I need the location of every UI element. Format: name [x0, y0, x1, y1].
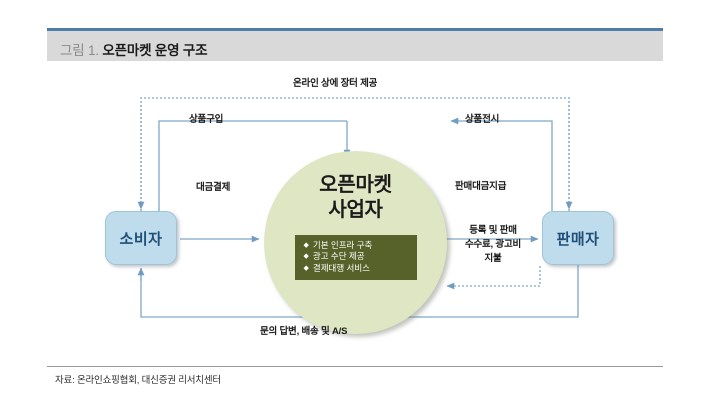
platform-capability-list: ◆ 기본 인프라 구축 ◆ 광고 수단 제공 ◆ 결제대행 서비스: [294, 235, 417, 281]
flow-label-payment: 대금결제: [196, 182, 231, 193]
page-title: 그림 1. 오픈마켓 운영 구조: [60, 39, 207, 59]
top-accent-rule: [47, 28, 663, 31]
figure-container: 그림 1. 오픈마켓 운영 구조: [47, 28, 663, 393]
flow-arrows-layer: [137, 97, 579, 318]
flow-label-fees-line2: 수수료, 광고비: [464, 238, 522, 250]
list-item-label: 광고 수단 제공: [312, 251, 365, 262]
flow-label-settlement: 판매대금지급: [455, 181, 507, 192]
flow-label-fees: 등록 및 판매 수수료, 광고비 지불: [451, 224, 535, 265]
flow-label-online-marketplace: 온라인 상에 장터 제공: [293, 78, 378, 89]
list-item: ◆ 기본 인프라 구축: [304, 240, 408, 251]
node-platform-title-line2: 사업자: [328, 199, 383, 221]
list-item-label: 결제대행 서비스: [312, 262, 370, 273]
node-consumer-label: 소비자: [119, 230, 163, 248]
figure-number: 그림 1.: [60, 43, 99, 58]
node-seller-label: 판매자: [556, 230, 600, 248]
node-platform-title: 오픈마켓 사업자: [319, 173, 392, 223]
source-note: 자료: 온라인쇼핑협회, 대신증권 리서치센터: [55, 375, 221, 386]
list-item: ◆ 결제대행 서비스: [304, 263, 408, 274]
node-seller[interactable]: 판매자: [542, 211, 614, 265]
flow-label-product-display: 상품전시: [465, 114, 500, 125]
node-platform-title-line1: 오픈마켓: [319, 174, 392, 196]
flow-label-support-delivery: 문의 답변, 배송 및 A/S: [260, 326, 348, 337]
node-consumer[interactable]: 소비자: [105, 211, 177, 265]
arrow-fees: [446, 266, 541, 290]
figure-header-band: 그림 1. 오픈마켓 운영 구조: [47, 31, 663, 61]
flow-label-fees-line3: 지불: [484, 252, 502, 264]
diamond-bullet-icon: ◆: [303, 264, 309, 272]
node-open-market-operator[interactable]: 오픈마켓 사업자 ◆ 기본 인프라 구축 ◆ 광고 수단 제공 ◆ 결제대행 서…: [264, 151, 447, 334]
flow-label-fees-line1: 등록 및 판매: [469, 225, 517, 236]
diamond-bullet-icon: ◆: [303, 253, 309, 261]
figure-title-text: 오픈마켓 운영 구조: [102, 43, 208, 58]
diagram-canvas: 소비자 판매자 오픈마켓 사업자 ◆ 기본 인프라 구축 ◆ 광고 수단 제공: [47, 61, 663, 361]
flow-label-product-purchase: 상품구입: [189, 114, 224, 125]
list-item: ◆ 광고 수단 제공: [304, 251, 408, 262]
arrow-online-marketplace: [137, 97, 573, 211]
diamond-bullet-icon: ◆: [303, 242, 309, 250]
list-item-label: 기본 인프라 구축: [312, 240, 373, 250]
footer-divider: [47, 366, 663, 367]
arrow-product-display: [450, 117, 553, 211]
